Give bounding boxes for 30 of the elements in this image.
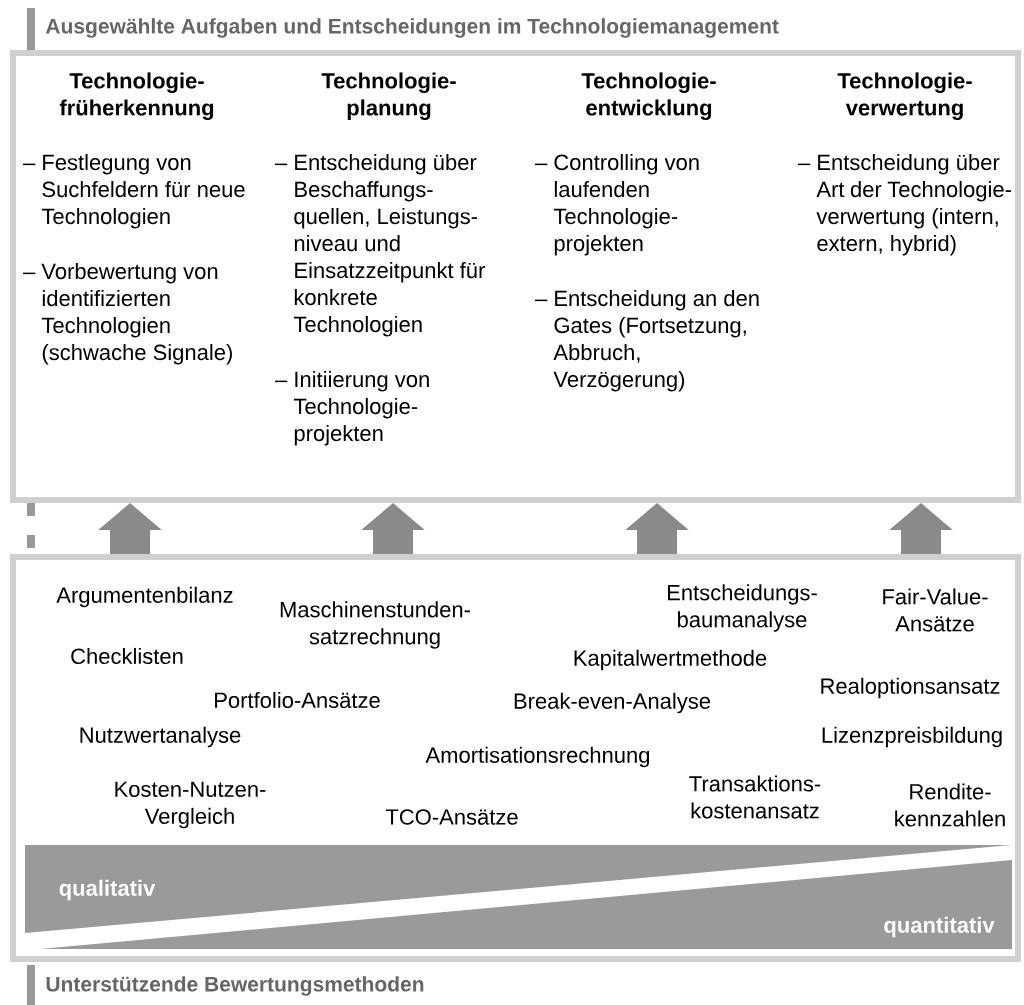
bullet-item: – Initiierung von Technologie- projekten [275,371,429,446]
method-label: Portfolio-Ansätze [215,691,380,709]
bullet-item: – Vorbewertung von identifizierten Technologien (schwache Signale) [23,263,232,365]
panel-heading: Unterstützende Bewertungsmethoden [27,965,424,1005]
method-label: Argumentenbilanz [56,586,233,608]
column-heading: Technologie- entwicklung [581,72,716,120]
method-label: Checklisten [71,647,183,665]
method-label: Entscheidungs- baumanalyse [668,584,817,632]
bullet-item: – Entscheidung an den Gates (Fortsetzung, Abbruch, Verzögerung) [535,290,759,392]
method-label: Fair-Value- Ansätze [883,588,988,632]
method-label: Realoptionsansatz [821,677,1000,699]
method-label: TCO-Ansätze [385,809,518,825]
bullet-item: – Controlling von laufenden Technologie- projekten [535,154,699,256]
method-label: Maschinenstunden- satzrechnung [280,601,470,649]
panel-heading: Ausgewählte Aufgaben und Entscheidungen im Technologiemanagement [27,8,779,50]
bullet-item: – Entscheidung über Beschaffungs- quellen, Leistungs- niveau und Einsatzzeitpunkt für konkrete Technologien [275,154,485,337]
bullet-item: – Festlegung von Suchfeldern für neue Technologien [23,154,245,229]
method-label: Kapitalwertmethode [574,649,767,671]
method-label: Transaktions- kostenansatz [689,775,821,819]
method-label: Amortisationsrechnung [425,746,650,768]
method-label: Nutzwertanalyse [80,726,241,748]
node-label: qualitativ [59,879,156,901]
column-heading: Technologie- früherkennung [59,72,214,120]
method-label: Rendite- kennzahlen [895,783,1005,827]
bullet-item: – Entscheidung über Art der Technologie- verwertung (intern, extern, hybrid) [798,154,1011,256]
column-heading: Technologie- verwertung [837,72,972,120]
method-label: Kosten-Nutzen- Vergleich [115,781,266,829]
column-heading: Technologie- planung [321,72,456,120]
method-label: Lizenzpreisbildung [822,726,1002,748]
method-label: Break-even-Analyse [514,692,711,714]
